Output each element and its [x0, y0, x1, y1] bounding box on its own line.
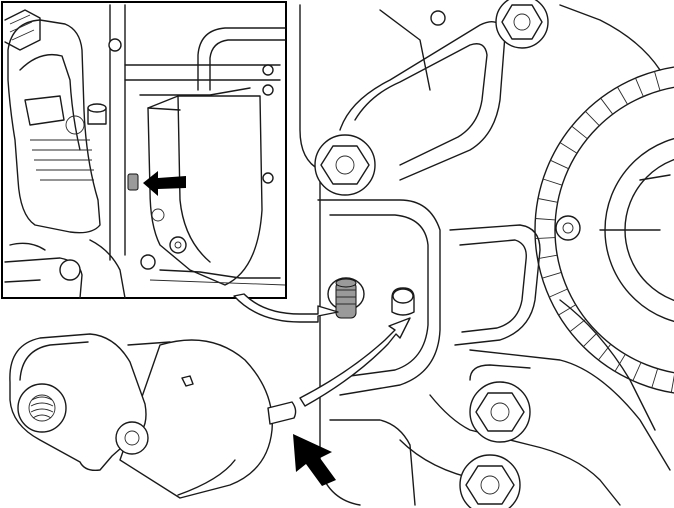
ring-tooth	[614, 354, 626, 372]
ring-tooth	[617, 86, 628, 105]
ring-tooth	[537, 254, 558, 260]
pipe-stub	[327, 277, 365, 319]
ring-tooth	[549, 288, 568, 298]
ring-tooth	[651, 368, 659, 388]
ring-tooth	[550, 159, 569, 170]
small-hole-top	[430, 10, 446, 26]
locating-hole	[391, 287, 415, 316]
housing-outline	[299, 4, 671, 506]
cylindrical-component	[9, 333, 297, 499]
ring-tooth	[537, 198, 558, 203]
ring-tooth	[571, 125, 588, 140]
ring-tooth	[542, 178, 563, 186]
bolt-top	[495, 0, 549, 49]
ring-tooth	[535, 218, 556, 221]
ring-tooth	[569, 318, 586, 332]
ring-tooth	[670, 374, 674, 393]
ring-tooth	[535, 237, 556, 240]
small-hole-right	[555, 215, 581, 241]
ring-tooth	[559, 142, 578, 154]
ring-tooth	[600, 97, 614, 115]
ring-tooth	[635, 77, 644, 97]
ring-tooth	[582, 332, 598, 348]
bolt-bottom	[459, 454, 521, 508]
inset-detail-view	[1, 1, 287, 299]
bolt-left	[314, 134, 376, 196]
ring-tooth	[542, 271, 562, 279]
white-guide-arrow-hole	[299, 317, 411, 407]
inset-arrow	[143, 171, 186, 196]
ring-tooth	[585, 110, 600, 127]
white-guide-arrow-stub	[233, 293, 339, 323]
bolt-lower	[469, 381, 531, 443]
ring-tooth	[598, 344, 612, 361]
insert-arrow	[293, 434, 336, 486]
ring-tooth	[654, 71, 661, 91]
sensor-ring	[534, 66, 674, 394]
ring-tooth	[558, 304, 576, 316]
ring-tooth	[632, 362, 642, 381]
